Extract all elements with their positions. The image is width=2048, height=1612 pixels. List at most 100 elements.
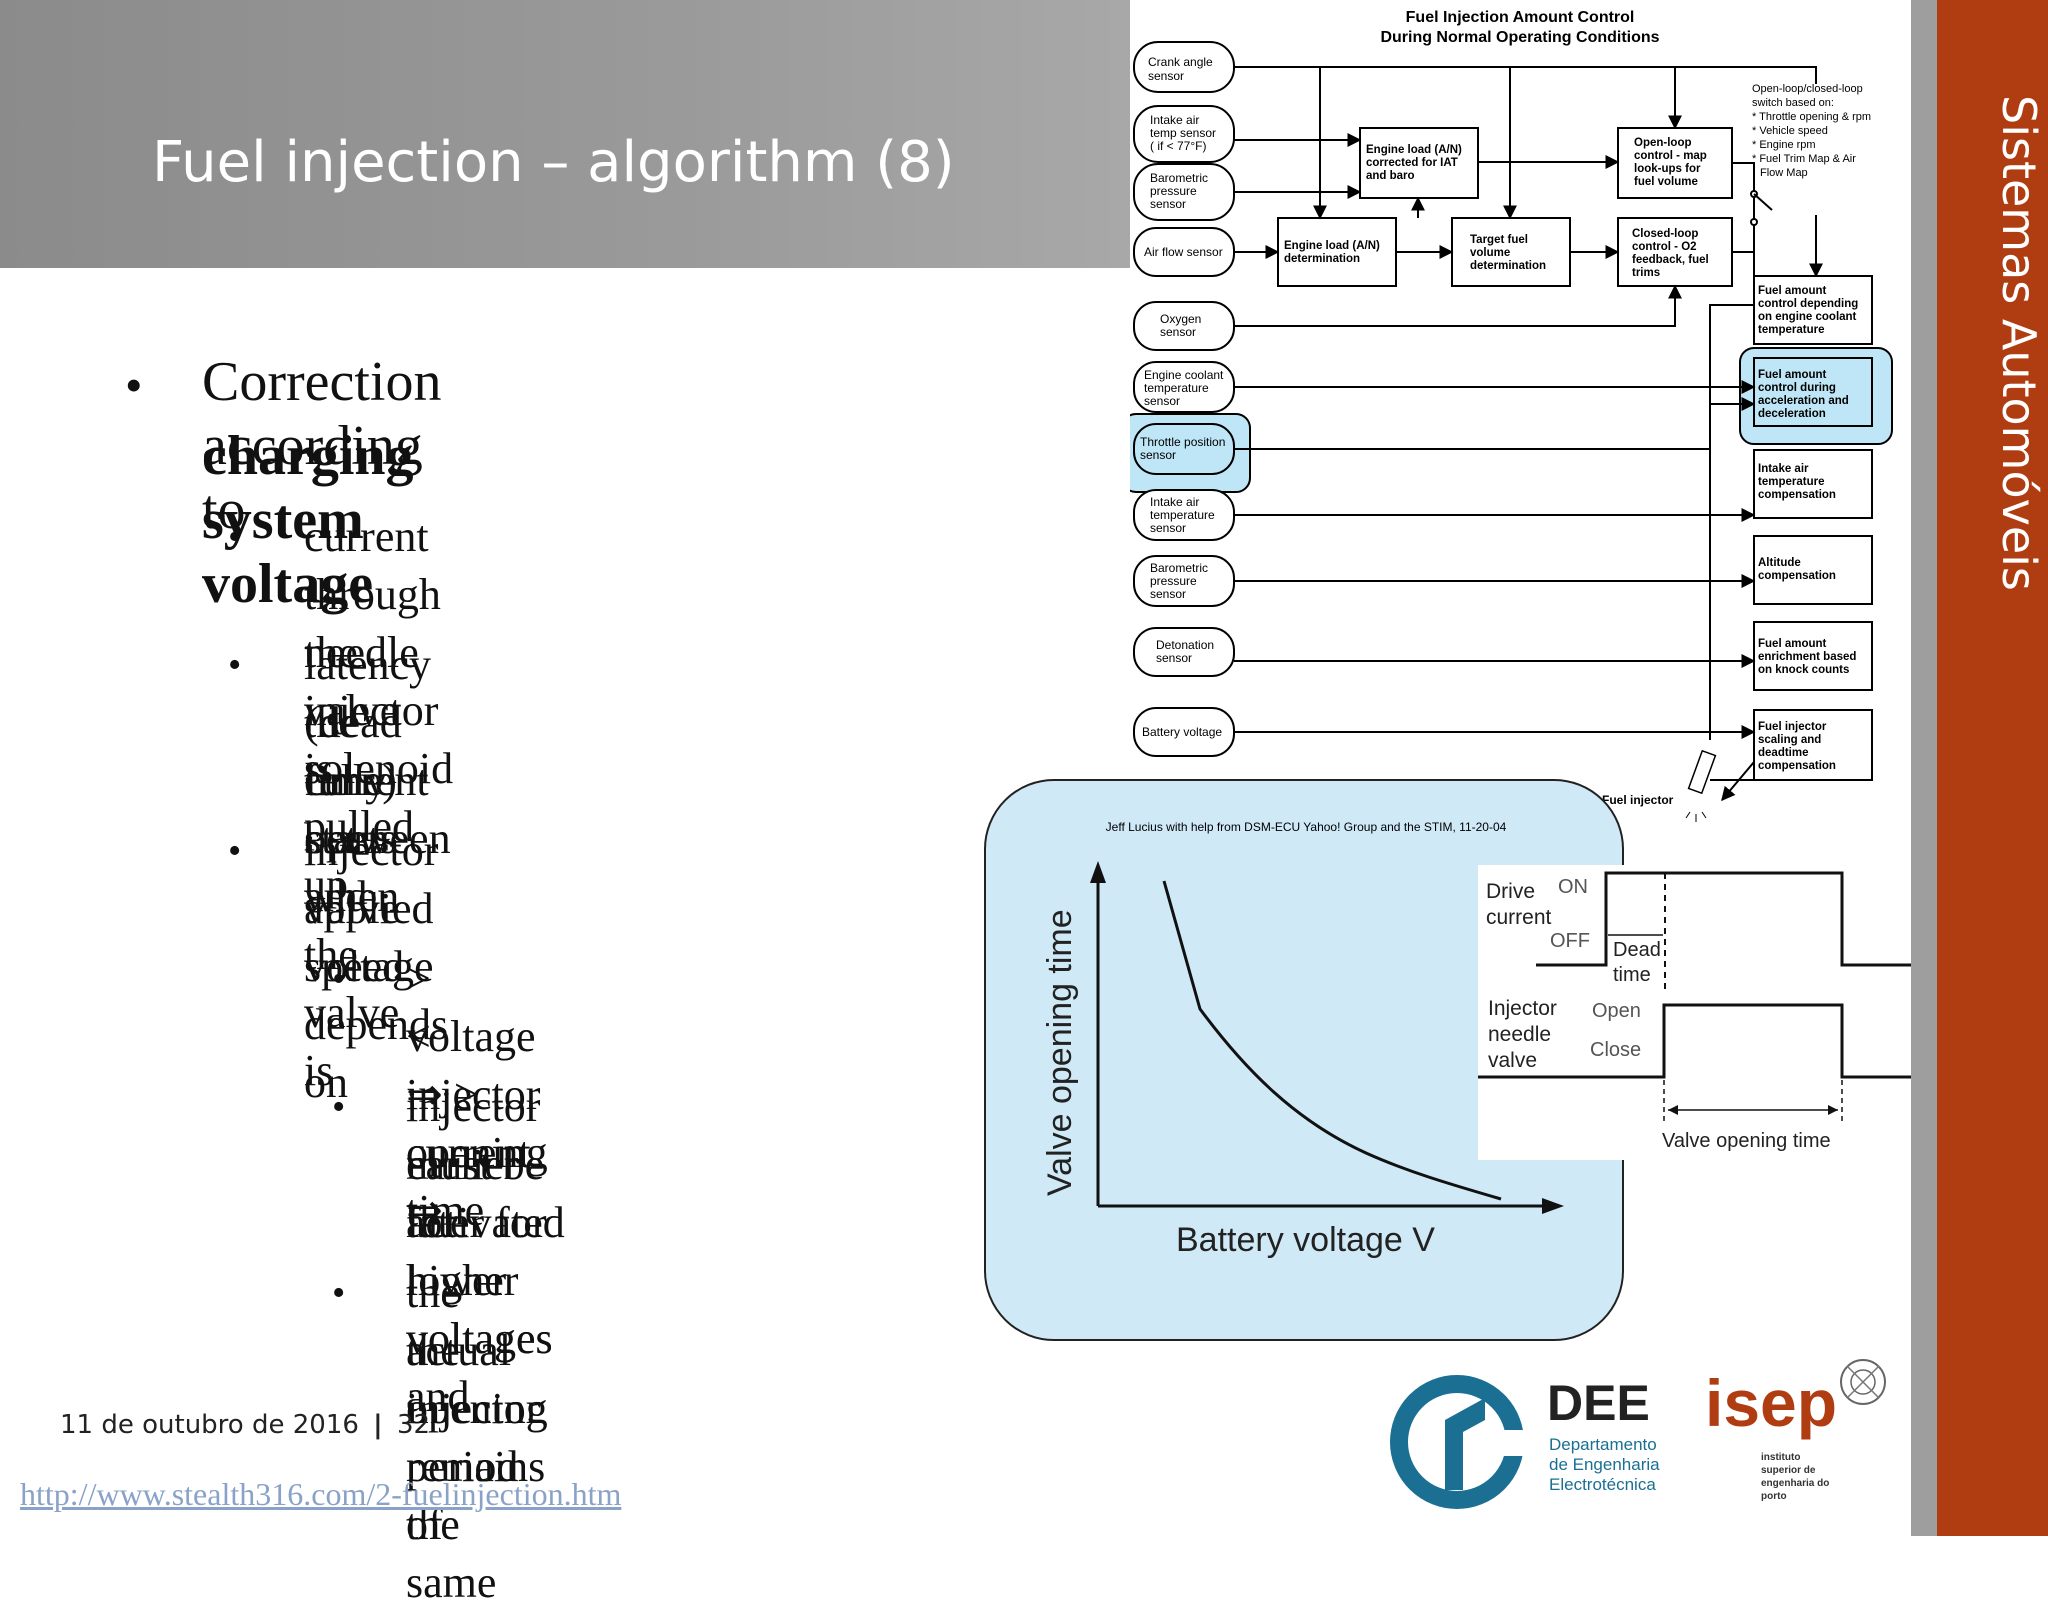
sensor-detonation-label: Detonation [1156, 638, 1214, 652]
sensor-baro-top-label: Barometric [1150, 171, 1208, 185]
block-label: and baro [1366, 170, 1415, 182]
bullet-marker: • [228, 830, 242, 872]
isep-subtitle: engenharia do [1761, 1478, 1829, 1489]
sensor-throttle-label: Throttle position [1140, 435, 1225, 449]
sensor-baro-bottom-label: sensor [1150, 587, 1186, 601]
block-label: deceleration [1758, 408, 1826, 420]
sensor-iat-bottom-label: temperature [1150, 508, 1215, 522]
block-label: fuel volume [1634, 176, 1698, 188]
item-3-line-2: applied voltage [304, 884, 434, 991]
sensor-iat-top-label: temp sensor [1150, 126, 1216, 140]
block-label: Fuel amount [1758, 638, 1827, 650]
sensor-crank-label: Crank angle [1148, 55, 1213, 69]
block-label: Engine load (A/N) [1366, 144, 1462, 156]
sensor-baro-top-label: pressure [1150, 184, 1197, 198]
block-label: compensation [1758, 570, 1836, 582]
dee-subtitle: Electrotécnica [1549, 1475, 1656, 1494]
close-label: Close [1590, 1039, 1641, 1061]
plot-xlabel: Battery voltage V [1176, 1221, 1435, 1259]
sensor-coolant-label: Engine coolant [1144, 368, 1224, 382]
bullet-marker: • [228, 516, 242, 558]
block-label: control - map [1634, 150, 1707, 162]
logo-area: DEE Departamento de Engenharia Electroté… [1385, 1340, 1905, 1530]
open-label: Open [1592, 1000, 1641, 1022]
side-band-red [1937, 0, 2048, 1536]
fuel-injector-label: Fuel injector [1602, 793, 1674, 807]
block-label: corrected for IAT [1366, 157, 1458, 169]
switch-note-line: * Engine rpm [1752, 139, 1816, 151]
sensor-baro-top-label: sensor [1150, 197, 1186, 211]
block-label: control - O2 [1632, 241, 1697, 253]
dee-subtitle: Departamento [1549, 1435, 1657, 1454]
item-2-line-2: the current starts and the valve is [304, 698, 429, 1095]
sensor-detonation-label: sensor [1156, 651, 1192, 665]
page-number: 32 [396, 1410, 431, 1440]
sensor-oxygen-label: sensor [1160, 325, 1196, 339]
block-knock-enrichment [1753, 621, 1873, 691]
footer: 11 de outubro de 2016 | 32 [60, 1410, 430, 1440]
side-band-grey [1911, 0, 1937, 1536]
title-band: Fuel injection – algorithm (8) [0, 0, 1130, 268]
block-label: scaling and [1758, 734, 1821, 746]
side-label: Sistemas Automóveis [1992, 95, 2046, 591]
dee-title: DEE [1547, 1375, 1650, 1431]
x-axis-arrow [1542, 1198, 1564, 1214]
sub-1-line-2: < injector opening time [406, 1012, 548, 1235]
sub-2-line-3: later for higher voltages [406, 1198, 553, 1363]
block-load-determination [1277, 217, 1397, 287]
bullet-marker: • [332, 1086, 346, 1128]
drive-label: Drive [1486, 880, 1535, 903]
block-label: Target fuel [1470, 234, 1528, 246]
item-2-line-1: latency (dead time) between when [304, 640, 451, 921]
block-label: trims [1632, 267, 1660, 279]
sensor-throttle-label: sensor [1140, 448, 1176, 462]
block-label: volume [1470, 247, 1510, 259]
block-label: deadtime [1758, 747, 1809, 759]
slide-title: Fuel injection – algorithm (8) [152, 130, 955, 195]
block-label: Intake air [1758, 463, 1809, 475]
block-label: control depending [1758, 298, 1858, 310]
isep-emblem-icon [1840, 1359, 1886, 1405]
block-label: look-ups for [1634, 163, 1701, 175]
block-label: Fuel injector [1758, 721, 1827, 733]
sub-1-line-1: > voltage ⇒ > current ⇒ [406, 954, 536, 1235]
waveform-panel: Drive current ON OFF Dead time Injector … [1478, 865, 1911, 1160]
source-link[interactable]: http://www.stealth316.com/2-fuelinjectio… [20, 1476, 622, 1512]
block-altitude-compensation [1753, 535, 1873, 605]
diagram-title-1: Fuel Injection Amount Control [1406, 9, 1635, 26]
item-2-line-3: fully open [304, 756, 390, 863]
diagram-title-2: During Normal Operating Conditions [1380, 29, 1659, 46]
off-label: OFF [1550, 930, 1590, 952]
isep-subtitle: superior de [1761, 1465, 1816, 1476]
fuel-control-diagram: Fuel Injection Amount Control During Nor… [1130, 0, 1911, 830]
crank-bus [1234, 66, 1817, 84]
block-label: compensation [1758, 489, 1836, 501]
connectors [1234, 66, 1823, 802]
sensor-iat-top-label: ( if < 77°F) [1150, 139, 1206, 153]
block-iat-compensation [1753, 449, 1873, 519]
block-label: on knock counts [1758, 664, 1849, 676]
drive-current-trace [1536, 871, 1911, 967]
block-coolant-control [1753, 275, 1873, 345]
block-label: Fuel amount [1758, 285, 1827, 297]
voltage-plot: Jeff Lucius with help from DSM-ECU Yahoo… [1041, 820, 1564, 1259]
sub-2-line-1: injector must be activated [406, 1082, 565, 1247]
switch-note: Open-loop/closed-loop switch based on: *… [1752, 83, 1871, 179]
block-label: on engine coolant [1758, 311, 1857, 323]
sensor-crank-label: sensor [1148, 69, 1184, 83]
block-label: determination [1470, 260, 1546, 272]
sensor-iat-top [1133, 105, 1235, 163]
sub-2-line-2: earlier for lower voltages and [406, 1140, 553, 1421]
switch-note-line: Open-loop/closed-loop [1752, 83, 1863, 95]
block-label: determination [1284, 253, 1360, 265]
sensor-iat-top-label: Intake air [1150, 113, 1199, 127]
block-label: control during [1758, 382, 1836, 394]
switch-note-line: switch based on: [1752, 97, 1834, 109]
sensor-iat-bottom-label: Intake air [1150, 495, 1199, 509]
diagram-credit: Jeff Lucius with help from DSM-ECU Yahoo… [1106, 820, 1507, 834]
footer-separator: | [373, 1410, 383, 1440]
logos: DEE Departamento de Engenharia Electroté… [1390, 1359, 1886, 1509]
footer-date: 11 de outubro de 2016 [60, 1410, 359, 1440]
block-label: Altitude [1758, 557, 1801, 569]
sensor-iat-bottom-label: sensor [1150, 521, 1186, 535]
